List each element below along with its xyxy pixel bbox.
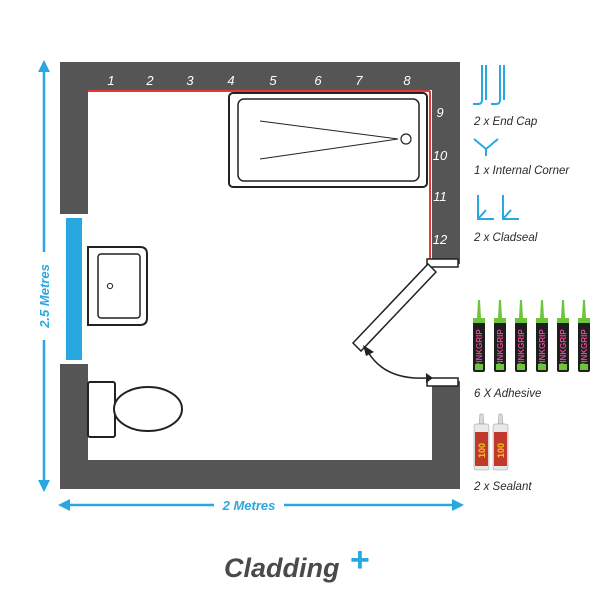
adhesive-tubes: PINKGRIP PINKGRIP PINKGRIP PINKGRIP PINKGRIP… (473, 300, 590, 372)
height-dimension-label: 2.5 Metres (37, 264, 52, 329)
adhesive-label: 6 X Adhesive (474, 388, 541, 400)
sealant-tube-label: 100 (477, 443, 487, 458)
cladseal-label: 2 x Cladseal (473, 232, 538, 244)
panel-label-10: 10 (433, 148, 448, 163)
toilet (87, 381, 183, 438)
door (351, 258, 459, 387)
brand-name: Cladding (224, 553, 340, 583)
adhesive-tube: PINKGRIP (515, 300, 527, 372)
internal-corner-icon (473, 138, 499, 156)
adhesive-tube: PINKGRIP (494, 300, 506, 372)
adhesive-tube-label: PINKGRIP (475, 329, 484, 368)
sealant-label: 2 x Sealant (473, 481, 532, 493)
panel-label-1: 1 (107, 73, 114, 88)
adhesive-tube: PINKGRIP (578, 300, 590, 372)
panel-edge-line (88, 90, 431, 262)
panel-label-5: 5 (269, 73, 277, 88)
internal-corner-label: 1 x Internal Corner (474, 165, 570, 177)
height-dimension: 2.5 Metres (36, 60, 52, 492)
width-dimension: 2 Metres (58, 497, 464, 513)
brand-mark: + (350, 541, 370, 579)
adhesive-tube-label: PINKGRIP (580, 329, 589, 368)
adhesive-tube-label: PINKGRIP (496, 329, 505, 368)
panel-numbers: 1 2 3 4 5 6 7 8 9 10 11 12 (107, 73, 448, 247)
panel-label-8: 8 (403, 73, 411, 88)
panel-label-6: 6 (314, 73, 322, 88)
panel-label-4: 4 (227, 73, 234, 88)
sealant-tubes: 100 100 (473, 413, 509, 471)
cladseal-icon (477, 195, 519, 220)
cladding-logo: Cladding + (224, 541, 370, 583)
end-cap-label: 2 x End Cap (473, 116, 538, 128)
window (60, 214, 88, 364)
adhesive-tube: PINKGRIP (473, 300, 485, 372)
end-cap-icon (473, 65, 505, 105)
panel-label-7: 7 (355, 73, 363, 88)
sealant-tube: 100 (473, 413, 490, 471)
sealant-tube-label: 100 (496, 443, 506, 458)
adhesive-tube: PINKGRIP (536, 300, 548, 372)
panel-label-3: 3 (186, 73, 194, 88)
panel-label-11: 11 (433, 189, 447, 204)
panel-label-2: 2 (145, 73, 154, 88)
adhesive-tube-label: PINKGRIP (559, 329, 568, 368)
panel-label-12: 12 (433, 232, 448, 247)
width-dimension-label: 2 Metres (222, 498, 276, 513)
panel-label-9: 9 (436, 105, 443, 120)
sink (87, 246, 148, 326)
adhesive-tube-label: PINKGRIP (517, 329, 526, 368)
sealant-tube: 100 (492, 413, 509, 471)
bathtub (228, 92, 428, 188)
adhesive-tube-label: PINKGRIP (538, 329, 547, 368)
adhesive-tube: PINKGRIP (557, 300, 569, 372)
